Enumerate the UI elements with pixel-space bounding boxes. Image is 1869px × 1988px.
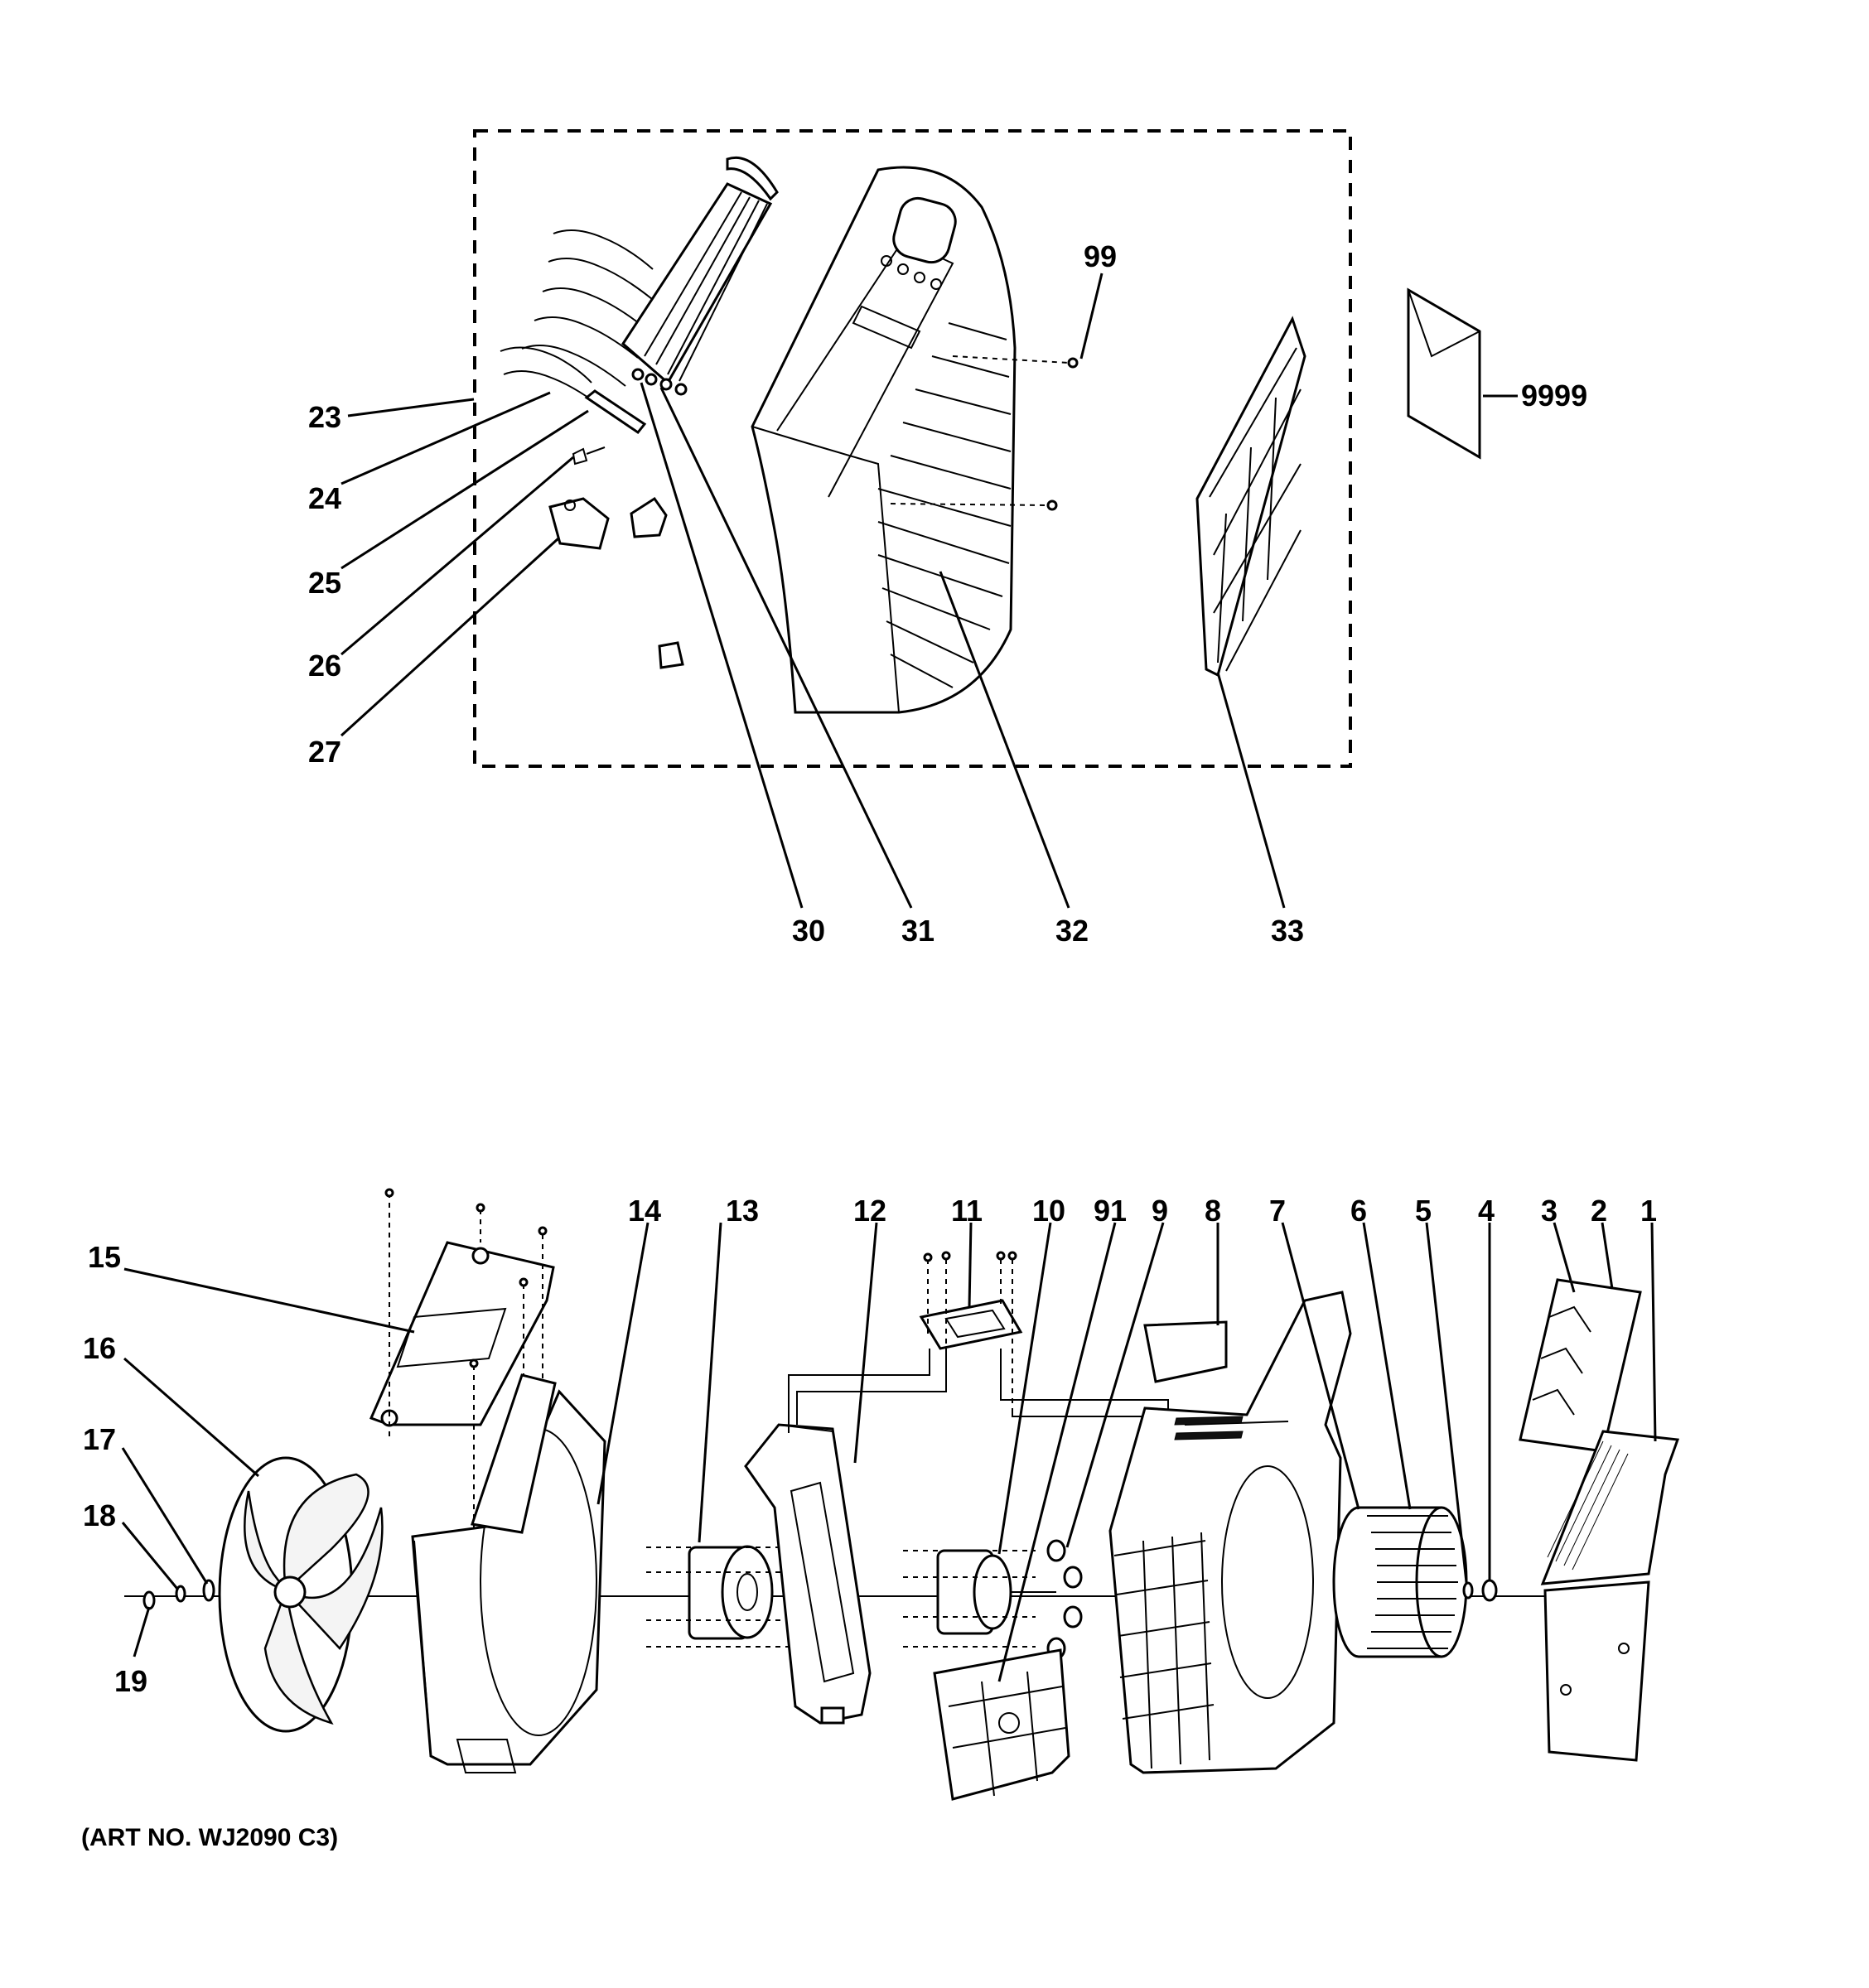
condenser-fan-blade: [218, 1456, 384, 1733]
callout-5: 5: [1415, 1194, 1432, 1228]
wiring-connections: [788, 1349, 1169, 1433]
motor-bracket: [744, 1423, 872, 1725]
upper-leader-lines: [340, 273, 1518, 909]
callout-9999: 9999: [1521, 379, 1587, 413]
air-filter: [1195, 316, 1306, 678]
callout-14: 14: [628, 1194, 661, 1228]
blower-wheel: [1332, 1506, 1468, 1658]
callout-13: 13: [726, 1194, 759, 1228]
condenser-shroud: [411, 1373, 606, 1773]
callout-18: 18: [83, 1498, 116, 1532]
callout-15: 15: [88, 1240, 121, 1274]
blower-housing: [1108, 1291, 1352, 1774]
step-motor-part: [548, 497, 610, 550]
callout-2: 2: [1591, 1194, 1607, 1228]
grommets: [1046, 1539, 1083, 1660]
washer-part: [175, 1585, 186, 1603]
callout-91: 91: [1094, 1194, 1127, 1228]
callout-10: 10: [1032, 1194, 1065, 1228]
manual-envelope: [1407, 287, 1481, 460]
clip-part: [142, 1590, 156, 1610]
callout-23: 23: [308, 400, 341, 434]
art-number: (ART NO. WJ2090 C3): [81, 1824, 338, 1851]
evaporator-and-bulkhead: [1519, 1278, 1680, 1762]
scroll-cover: [933, 1648, 1070, 1801]
callout-12: 12: [853, 1194, 886, 1228]
callout-32: 32: [1055, 914, 1089, 948]
callout-8: 8: [1205, 1194, 1221, 1228]
callout-4: 4: [1478, 1194, 1495, 1228]
louver-strips: [500, 229, 654, 413]
callout-24: 24: [308, 481, 341, 515]
mounting-plate: [919, 1251, 1023, 1408]
lower-leader-lines: [121, 1222, 1657, 1682]
callout-25: 25: [308, 566, 341, 600]
callout-11: 11: [951, 1194, 983, 1228]
condenser-fan-motor: [646, 1545, 795, 1648]
callout-3: 3: [1541, 1194, 1558, 1228]
callout-31: 31: [901, 914, 934, 948]
front-panel: [751, 166, 1017, 714]
callout-30: 30: [792, 914, 825, 948]
crank-part: [572, 446, 606, 466]
callout-1: 1: [1640, 1194, 1657, 1228]
callout-7: 7: [1269, 1194, 1286, 1228]
callout-99: 99: [1084, 239, 1117, 273]
set-screw-part: [1462, 1581, 1474, 1600]
callout-9: 9: [1152, 1194, 1168, 1228]
callout-19: 19: [114, 1664, 147, 1698]
callout-17: 17: [83, 1422, 116, 1456]
callout-33: 33: [1271, 914, 1304, 948]
callout-16: 16: [83, 1331, 116, 1365]
blower-motor: [903, 1549, 1056, 1648]
callout-6: 6: [1350, 1194, 1367, 1228]
callout-26: 26: [308, 649, 341, 683]
callout-27: 27: [308, 735, 341, 769]
cover-piece-lower: [658, 641, 684, 669]
cover-piece-upper: [630, 496, 668, 538]
screws: [890, 355, 1079, 511]
vertical-louver-frame: [621, 156, 779, 396]
vane-link: [584, 389, 647, 435]
bearing-part: [1481, 1579, 1498, 1602]
front-panel-group-boundary: [473, 129, 1352, 768]
nut-part: [202, 1579, 215, 1602]
